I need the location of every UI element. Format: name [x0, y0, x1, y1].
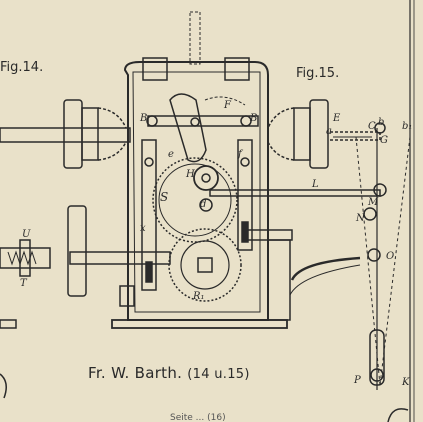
right-dashed-curve-2: [267, 141, 295, 161]
label-e: e: [168, 149, 174, 160]
hub-H-pin: [201, 173, 211, 183]
pivot-C: [374, 122, 386, 134]
caption-maker: Fr. W. Barth.: [88, 364, 183, 382]
label-x: x: [140, 223, 146, 234]
left-bolt: [119, 285, 135, 307]
gear-S: [152, 157, 238, 243]
page-footer: Seite ... (16): [170, 413, 226, 422]
left-dashed-curve: [97, 107, 127, 129]
label-L: L: [312, 179, 319, 190]
arc-F: [204, 96, 246, 106]
fig14-spring: [7, 250, 37, 266]
corner-arc-fragment: [387, 408, 409, 422]
left-link: [141, 139, 157, 291]
left-flange-inner: [81, 107, 99, 161]
pendulum-weight: [369, 329, 385, 386]
top-spindle-dashed: [189, 11, 201, 65]
right-dashed-curve: [267, 107, 295, 129]
right-link-block: [241, 221, 249, 243]
label-P: P: [354, 375, 361, 386]
gear-S-inner: [158, 163, 232, 237]
lower-left-flange: [67, 205, 87, 297]
hub-H: [193, 165, 219, 191]
fig14-spring-box: [0, 247, 51, 269]
label-B-right: B: [250, 113, 258, 124]
right-flange-inner: [293, 107, 311, 161]
label-M: M: [368, 197, 379, 208]
label-G: G: [380, 135, 388, 146]
label-d: d: [200, 199, 207, 210]
pivot-M: [373, 183, 387, 197]
label-N: N: [356, 213, 365, 224]
label-a: a: [326, 126, 332, 137]
crank-pin: [190, 117, 200, 127]
label-T: T: [20, 278, 27, 289]
label-U: U: [22, 229, 31, 240]
pin-d: [199, 198, 213, 212]
curved-pipe-2: [289, 264, 361, 296]
left-flange-outer: [63, 99, 83, 169]
label-O: O: [386, 251, 395, 262]
label-C: C: [368, 121, 376, 132]
left-dashed-curve-2: [97, 141, 127, 161]
left-link-block: [145, 261, 153, 283]
label-E: E: [333, 113, 341, 124]
right-shaft: [245, 229, 293, 241]
figure-caption: Fr. W. Barth. (14 u.15): [88, 364, 250, 382]
label-F: F: [224, 100, 231, 111]
pin-right: [240, 115, 252, 127]
housing-inner: [132, 71, 261, 313]
label-K: K: [402, 377, 410, 388]
left-link-pin: [144, 157, 154, 167]
fig14-arc-fragment: [0, 373, 7, 399]
fig14-nut: [19, 239, 31, 277]
fig14-title: Fig.14.: [0, 60, 44, 75]
lower-left-shaft: [69, 251, 171, 265]
pivot-P: [370, 368, 384, 382]
gear-R1-square: [197, 257, 213, 273]
pivot-N: [363, 207, 377, 221]
top-cap-left: [142, 57, 168, 81]
label-B-left: B: [140, 113, 148, 124]
label-f: f: [238, 149, 242, 160]
crank-arm: [169, 93, 207, 163]
caption-range: (14 u.15): [187, 367, 250, 382]
arm-E: [330, 131, 381, 141]
pin-left: [146, 115, 158, 127]
right-link: [237, 139, 253, 251]
label-b: b: [378, 117, 385, 128]
curved-pipe: [290, 256, 361, 281]
cross-bar: [147, 115, 259, 127]
label-H: H: [186, 169, 195, 180]
fig14-base-fragment: [0, 319, 17, 329]
main-housing: [123, 61, 269, 321]
rod-L: [209, 189, 381, 197]
label-b1: b₁: [402, 121, 413, 132]
right-link-pin: [240, 157, 250, 167]
side-bracket: [267, 239, 291, 321]
top-cap-right: [224, 57, 250, 81]
gear-R1-hub: [180, 240, 230, 290]
pivot-O: [367, 248, 381, 262]
label-S: S: [160, 190, 169, 204]
gear-R1: [168, 228, 242, 302]
left-tube: [0, 127, 131, 143]
base-plate: [111, 319, 288, 329]
fig15-title: Fig.15.: [296, 66, 340, 81]
label-R1: R₁: [193, 291, 205, 302]
